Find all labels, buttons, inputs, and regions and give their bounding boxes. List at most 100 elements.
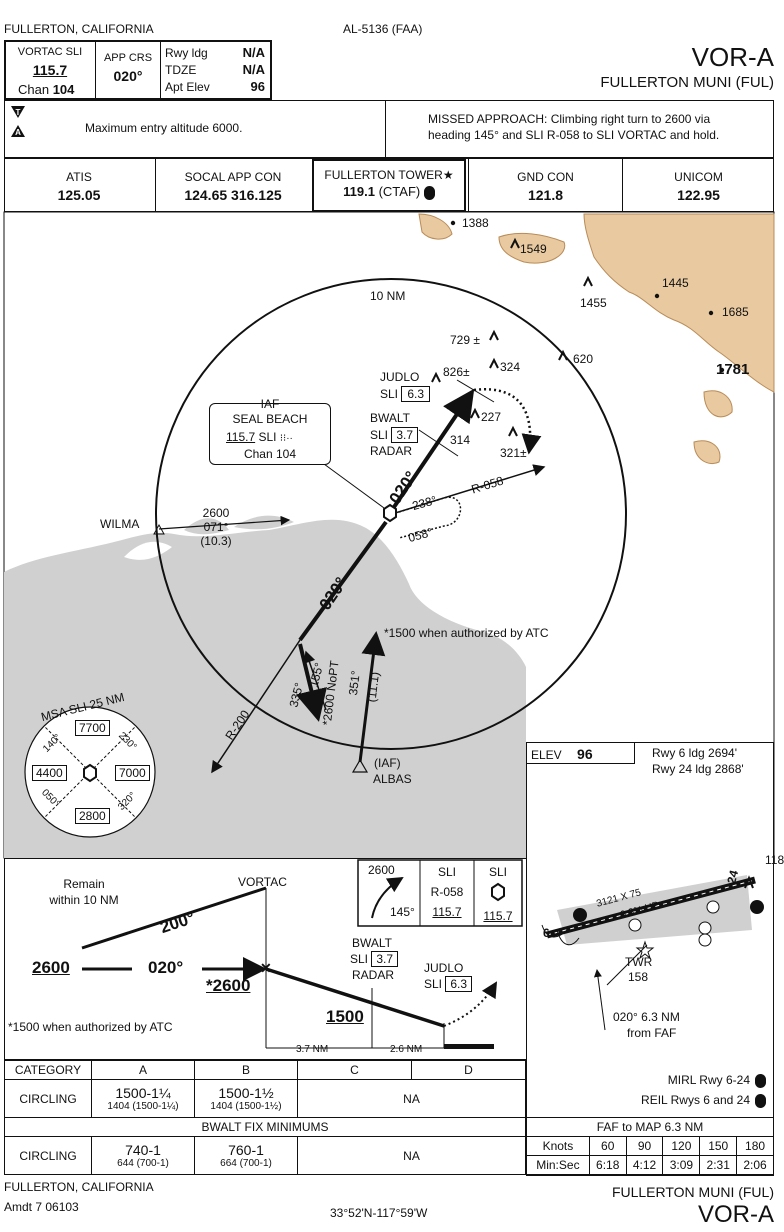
profile-dist-b: 2.6 NM xyxy=(390,1044,423,1055)
svg-text:T: T xyxy=(16,108,21,117)
bwalt-label: BWALT xyxy=(370,411,411,425)
time-table: FAF to MAP 6.3 NM Knots 60 90 120 150 18… xyxy=(526,1117,774,1175)
obstacle-icons xyxy=(431,237,593,437)
circ1-cd: NA xyxy=(297,1079,526,1118)
obstacle-icon xyxy=(744,875,754,889)
airport-name: FULLERTON MUNI (FUL) xyxy=(600,74,774,91)
ma3-freq: 115.7 xyxy=(483,909,513,923)
rwy-ldg-label: Rwy ldg xyxy=(165,46,208,60)
msa-7000: 7000 xyxy=(115,765,150,781)
comm-tower-freq: 119.1 xyxy=(343,184,375,199)
circ2-b-2: 664 (700-1) xyxy=(220,1158,272,1169)
apt-elev: 96 xyxy=(250,79,265,94)
msa-2800: 2800 xyxy=(75,808,110,824)
msa-7700: 7700 xyxy=(75,720,110,736)
holding-pattern xyxy=(398,496,462,539)
pcl-icon-reil xyxy=(755,1094,766,1108)
min-hdr-d: D xyxy=(411,1060,526,1080)
iaf-freq: 115.7 xyxy=(226,430,256,444)
rwy6-ldg: Rwy 6 ldg 2694' xyxy=(652,746,738,760)
final-course xyxy=(298,520,388,642)
profile-judlo-sli: SLI xyxy=(424,977,443,991)
terrain-1685: 1685 xyxy=(722,305,749,319)
alt-min-icons: T A xyxy=(11,106,25,137)
spot-elevations xyxy=(450,220,725,373)
morse-icon: ⁝⁝·· xyxy=(279,433,293,444)
time-90: 4:12 xyxy=(625,1155,664,1175)
iaf-label: IAF xyxy=(260,397,280,411)
app-crs: 020° xyxy=(113,68,143,84)
msa-circle xyxy=(24,706,156,838)
footer-coords: 33°52'N-117°59'W xyxy=(330,1206,428,1220)
airport-diagram xyxy=(541,875,764,1031)
footer-city: FULLERTON, CALIFORNIA xyxy=(4,1180,154,1194)
terrain-321: 321± xyxy=(500,446,527,460)
terrain-729: 729 ± xyxy=(450,333,480,347)
albas-fix xyxy=(351,758,369,773)
procedure-turn-in xyxy=(303,650,327,711)
vortac-small-icon xyxy=(491,882,505,902)
missed-line-2: heading 145° and SLI R-058 to SLI VORTAC… xyxy=(428,128,720,142)
bwalt-radar: RADAR xyxy=(370,444,413,458)
rwy24-ldg: Rwy 24 ldg 2868' xyxy=(652,762,744,776)
comm-tower-name: FULLERTON TOWER★ xyxy=(324,168,454,182)
tower-box xyxy=(312,159,466,212)
time-label: Min:Sec xyxy=(526,1155,590,1175)
papi-icon-6 xyxy=(573,908,587,922)
apt-elev-label: Apt Elev xyxy=(165,80,210,94)
profile-alt-2600: 2600 xyxy=(32,958,70,977)
judlo-dme: 6.3 xyxy=(401,386,431,402)
msa-4400: 4400 xyxy=(32,765,67,781)
albas-name: ALBAS xyxy=(373,772,412,786)
wilma-name: WILMA xyxy=(100,517,140,531)
terrain-1445: 1445 xyxy=(662,276,689,290)
bwalt-mins-title: BWALT FIX MINIMUMS xyxy=(4,1117,526,1137)
circ1-b-1: 1500-1½ xyxy=(218,1085,274,1101)
ma1-alt: 2600 xyxy=(368,863,395,877)
tower-icon xyxy=(635,940,655,960)
knots-120: 120 xyxy=(662,1136,701,1156)
wilma-fix xyxy=(153,523,165,535)
twr-elev: 158 xyxy=(628,970,649,984)
profile-star-2600: *2600 xyxy=(206,976,251,995)
circ1-b-2: 1404 (1500-1½) xyxy=(210,1101,282,1112)
papi-icon-24 xyxy=(750,900,764,914)
tdze-label: TDZE xyxy=(165,63,197,77)
comm-atis-freq: 125.05 xyxy=(57,187,101,203)
ten-nm-ring xyxy=(155,278,627,750)
comm-gnd-freq: 121.8 xyxy=(527,187,564,203)
elev-box xyxy=(526,742,635,764)
outbound-200 xyxy=(81,886,267,950)
header-doc-id: AL-5136 (FAA) xyxy=(343,22,423,36)
profile-box xyxy=(4,858,526,1060)
comm-tower-ctaf: (CTAF) xyxy=(378,184,421,199)
comm-unicom-name: UNICOM xyxy=(674,170,723,184)
svg-text:✕: ✕ xyxy=(260,960,272,976)
terrain-1388: 1388 xyxy=(462,216,489,230)
knots-60: 60 xyxy=(588,1136,627,1156)
profile-vortac: VORTAC xyxy=(238,875,287,889)
knots-150: 150 xyxy=(699,1136,738,1156)
wind-icon xyxy=(706,900,720,914)
missed-climb-icon xyxy=(371,876,404,919)
judlo-sli: SLI xyxy=(380,387,399,401)
final-course-2 xyxy=(390,388,475,512)
r058-radial xyxy=(391,464,546,515)
profile-alt-1500: 1500 xyxy=(326,1007,364,1026)
tdze: N/A xyxy=(242,62,265,77)
helipad-icon-3 xyxy=(698,933,712,947)
airport-box xyxy=(526,742,774,1176)
ring-label: 10 NM xyxy=(370,289,406,303)
elev-label: ELEV xyxy=(531,748,562,762)
nav-freq: 115.7 xyxy=(32,62,68,78)
knots-90: 90 xyxy=(625,1136,664,1156)
bwalt-sli: SLI xyxy=(370,428,389,442)
judlo-label: JUDLO xyxy=(380,370,420,384)
terrain-314: 314 xyxy=(450,433,471,447)
elev-value: 96 xyxy=(577,746,593,762)
albas-feeder xyxy=(358,631,386,763)
circ2-b-1: 760-1 xyxy=(228,1142,264,1158)
circ1-label: CIRCLING xyxy=(4,1079,92,1118)
bwalt-dme: 3.7 xyxy=(391,427,419,443)
